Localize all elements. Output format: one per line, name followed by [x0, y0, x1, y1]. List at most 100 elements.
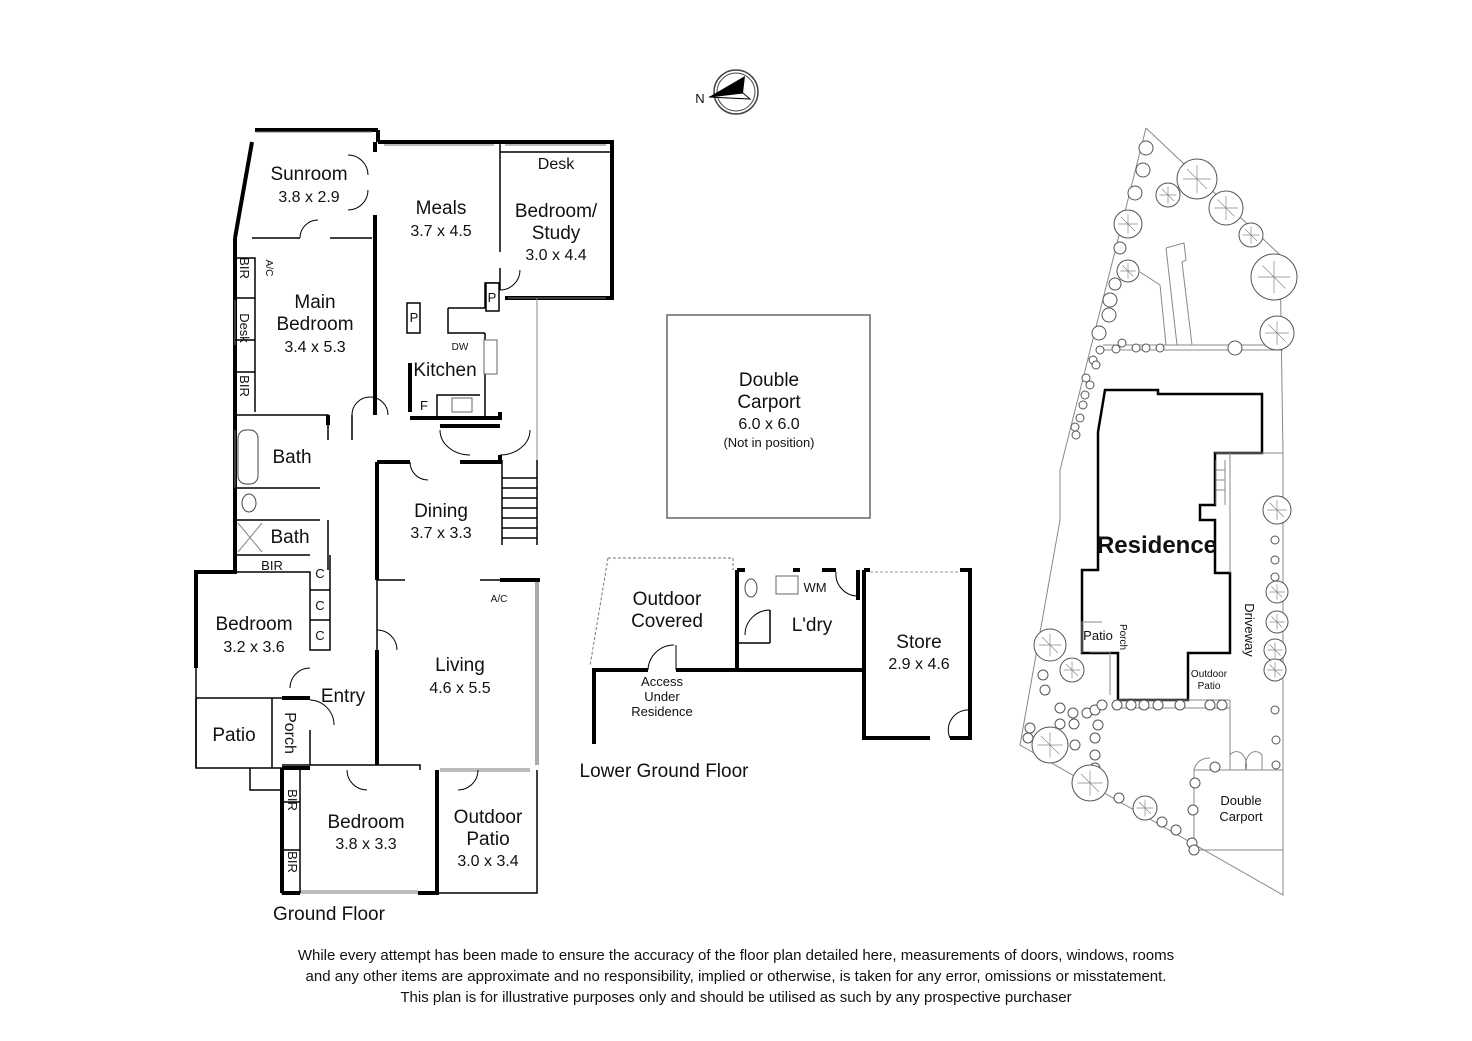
- room-name-bedroom: Bedroom: [327, 812, 404, 833]
- tree-branches-icon: [1038, 633, 1062, 657]
- room-dims-outdoor-patio: 3.0 x 3.4: [457, 853, 518, 870]
- room-name-dining: Dining: [414, 501, 468, 522]
- pantry-label: P: [488, 290, 497, 305]
- carport-name-line1: Double: [739, 370, 799, 391]
- disclaimer-text: While every attempt has been made to ens…: [0, 945, 1472, 1008]
- tree-icon: [1125, 699, 1137, 711]
- tree-icon: [1187, 804, 1199, 816]
- tree-icon: [1091, 325, 1107, 341]
- tree-icon: [1111, 344, 1121, 354]
- tree-icon: [1101, 307, 1117, 323]
- tree-icon: [1081, 373, 1091, 383]
- tree-icon: [1054, 718, 1066, 730]
- tree-icon: [1216, 699, 1228, 711]
- site-outdoor-patio-line2: Patio: [1198, 681, 1221, 692]
- tree-icon: [1078, 400, 1088, 410]
- tree-branches-icon: [1214, 196, 1238, 220]
- carport-note: (Not in position): [723, 435, 814, 450]
- room-name-porch: Porch: [281, 712, 298, 754]
- tree-branches-icon: [1269, 584, 1285, 600]
- lower-ground-floor-title: Lower Ground Floor: [580, 761, 750, 782]
- tree-icon: [1117, 338, 1127, 348]
- tree-icon: [1155, 343, 1165, 353]
- room-name-sunroom: Sunroom: [270, 164, 347, 185]
- room-name-laundry: L'dry: [792, 615, 833, 636]
- tree-branches-icon: [1183, 165, 1211, 193]
- tree-icon: [1037, 669, 1049, 681]
- tree-icon: [1189, 777, 1201, 789]
- tree-icon: [1089, 749, 1101, 761]
- tree-icon: [1022, 732, 1034, 744]
- ground-floor-plan: [194, 128, 614, 895]
- fridge-label: F: [420, 398, 428, 413]
- room-dims-main-bedroom: 3.4 x 5.3: [284, 339, 345, 356]
- tree-icon: [1071, 430, 1081, 440]
- tree-icon: [1108, 277, 1122, 291]
- tree-branches-icon: [1269, 614, 1285, 630]
- tree-branches-icon: [1063, 661, 1081, 679]
- cupboard-label: C: [315, 598, 324, 613]
- disclaimer-line: and any other items are approximate and …: [305, 968, 1167, 985]
- dishwasher-label: DW: [452, 342, 469, 353]
- disclaimer-line: This plan is for illustrative purposes o…: [400, 989, 1072, 1006]
- room-name-main-bedroom-line2: Bedroom: [276, 314, 353, 335]
- site-porch-label: Porch: [1117, 624, 1128, 650]
- ac-label: A/C: [491, 594, 508, 605]
- site-carport-line2: Carport: [1219, 809, 1263, 824]
- tree-icon: [1089, 732, 1101, 744]
- room-dims-bedroom: 3.2 x 3.6: [223, 639, 284, 656]
- tree-icon: [1138, 140, 1154, 156]
- tree-icon: [1113, 792, 1125, 804]
- tree-icon: [1024, 722, 1036, 734]
- tree-icon: [1075, 413, 1085, 423]
- lower-ground-floor-plan: Outdoor Covered WM L'dry Store 2.9 x 4.6…: [580, 557, 972, 782]
- room-name-main-bedroom-line1: Main: [294, 292, 335, 313]
- bir-label: BIR: [285, 789, 300, 811]
- room-name-outdoor-patio-line1: Outdoor: [454, 807, 523, 828]
- tree-branches-icon: [1159, 186, 1177, 204]
- room-dims-study: 3.0 x 4.4: [525, 247, 586, 264]
- tree-icon: [1138, 699, 1150, 711]
- outdoor-covered-line2: Covered: [631, 611, 703, 632]
- outdoor-covered-line1: Outdoor: [633, 589, 702, 610]
- ground-floor-labels: Sunroom 3.8 x 2.9 Meals 3.7 x 4.5 Desk B…: [212, 156, 598, 925]
- tree-icon: [1209, 761, 1221, 773]
- tree-icon: [1067, 707, 1079, 719]
- tree-branches-icon: [1120, 263, 1136, 279]
- tree-icon: [1141, 343, 1151, 353]
- pantry-label: P: [410, 310, 419, 325]
- tree-icon: [1271, 735, 1281, 745]
- tree-icon: [1174, 699, 1186, 711]
- bir-label: BIR: [261, 558, 283, 573]
- room-name-bedroom: Bedroom: [215, 614, 292, 635]
- tree-branches-icon: [1267, 642, 1283, 658]
- bir-label: BIR: [237, 375, 252, 397]
- room-name-study-line2: Study: [532, 223, 581, 244]
- tree-branches-icon: [1265, 321, 1289, 345]
- north-compass-icon: N: [695, 69, 759, 115]
- tree-icon: [1069, 739, 1081, 751]
- study-desk-label: Desk: [538, 156, 575, 173]
- tree-icon: [1096, 699, 1108, 711]
- tree-branches-icon: [1257, 260, 1291, 294]
- tree-icon: [1085, 380, 1095, 390]
- room-name-entry: Entry: [321, 686, 366, 707]
- room-dims-bedroom: 3.8 x 3.3: [335, 836, 396, 853]
- tree-icon: [1270, 555, 1280, 565]
- tree-icon: [1054, 702, 1066, 714]
- room-name-kitchen: Kitchen: [413, 360, 476, 381]
- room-name-living: Living: [435, 655, 485, 676]
- tree-icon: [1270, 705, 1280, 715]
- tree-branches-icon: [1037, 732, 1063, 758]
- room-name-outdoor-patio-line2: Patio: [466, 829, 509, 850]
- room-name-patio: Patio: [212, 725, 255, 746]
- tree-icon: [1131, 343, 1141, 353]
- tree-icon: [1135, 162, 1151, 178]
- access-line3: Residence: [631, 704, 692, 719]
- site-residence-label: Residence: [1097, 532, 1217, 559]
- site-patio-label: Patio: [1083, 628, 1113, 643]
- tree-icon: [1091, 360, 1101, 370]
- tree-branches-icon: [1118, 214, 1138, 234]
- tree-branches-icon: [1267, 500, 1287, 520]
- tree-icon: [1152, 699, 1164, 711]
